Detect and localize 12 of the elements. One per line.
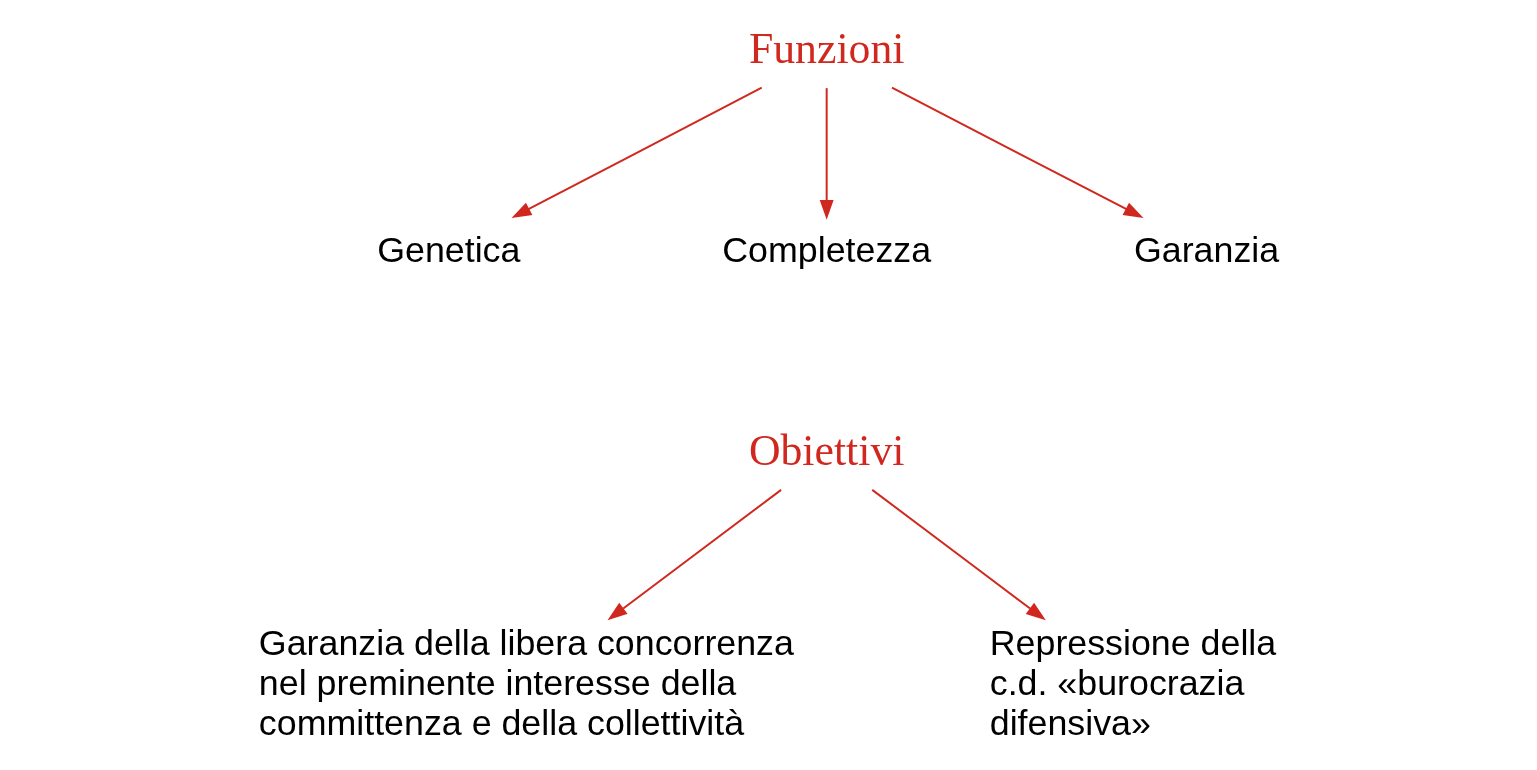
node-text: Funzioni — [748, 24, 904, 73]
node-text: Repressione della c.d. «burocrazia difensiva» — [989, 623, 1276, 743]
node-text: Completezza — [721, 229, 931, 270]
arrow — [819, 87, 834, 220]
node-text: Genetica — [376, 229, 520, 270]
arrow — [607, 488, 782, 621]
node-text: Garanzia — [1133, 229, 1279, 270]
node-text: Obiettivi — [748, 425, 904, 474]
arrow — [870, 488, 1046, 621]
arrow — [511, 86, 763, 219]
arrow — [890, 86, 1143, 219]
node-text: Garanzia della libera concorrenza nel preminente interesse della committenza e della collettività — [258, 623, 794, 743]
